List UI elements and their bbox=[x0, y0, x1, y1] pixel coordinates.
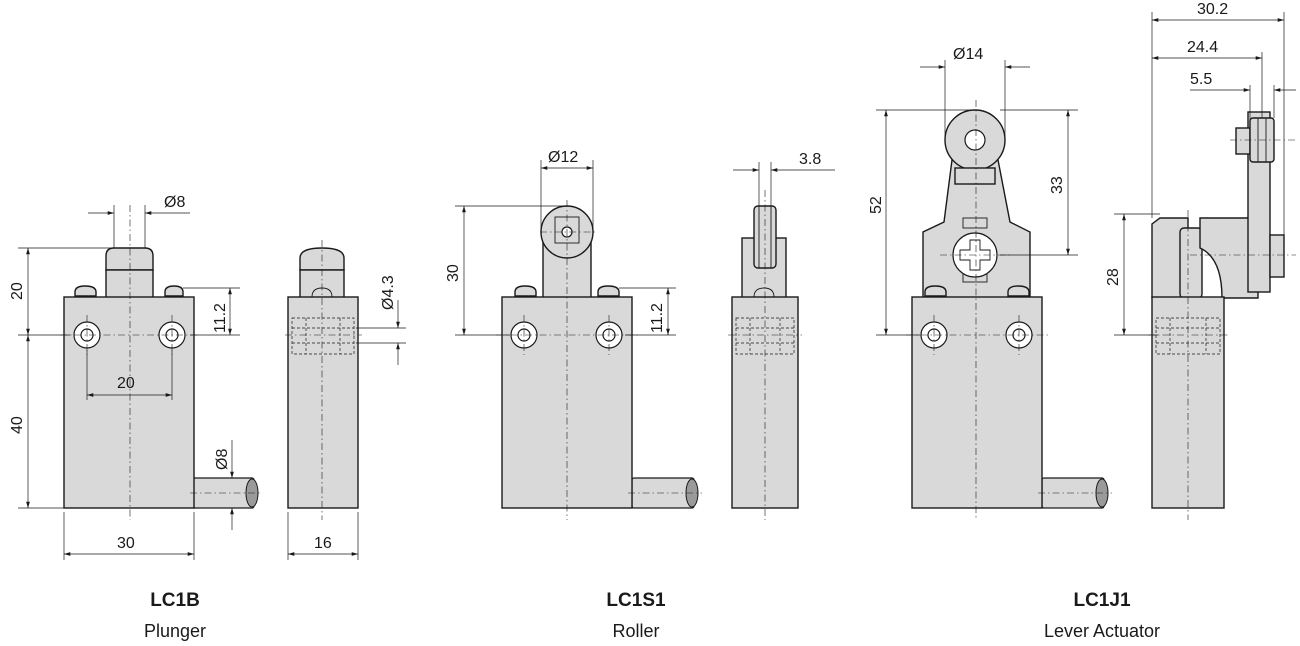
dim-lc1j1-height-total: 52 bbox=[868, 196, 885, 214]
lc1j1-side-view: 30.2 24.4 5.5 28 bbox=[1105, 1, 1296, 520]
dim-lc1b-height-body: 40 bbox=[9, 416, 26, 434]
lc1b-side-view: Ø4.3 16 bbox=[285, 240, 406, 560]
dim-lc1s1-roller-width: 3.8 bbox=[799, 151, 821, 168]
model-label-lc1b: LC1B bbox=[150, 590, 200, 611]
dim-lc1j1-roller-dia: Ø14 bbox=[953, 46, 983, 63]
dim-lc1b-plunger-dia: Ø8 bbox=[164, 194, 185, 211]
dim-lc1j1-height-pivot: 33 bbox=[1049, 176, 1066, 194]
dim-lc1s1-roller-dia: Ø12 bbox=[548, 149, 578, 166]
dim-lc1s1-offset: 11.2 bbox=[649, 303, 666, 333]
model-label-lc1s1: LC1S1 bbox=[606, 590, 666, 611]
model-label-lc1j1: LC1J1 bbox=[1073, 590, 1131, 611]
dim-lc1b-offset: 11.2 bbox=[212, 303, 229, 333]
dim-lc1b-cable-dia: Ø8 bbox=[214, 449, 231, 470]
dim-lc1b-width: 30 bbox=[117, 535, 135, 552]
dim-lc1b-hole-spacing: 20 bbox=[117, 375, 135, 392]
lc1b-front-view: Ø8 20 40 11.2 20 Ø8 30 bbox=[9, 194, 262, 560]
lc1s1-front-view: Ø12 30 11.2 bbox=[445, 149, 702, 520]
dim-lc1b-height-top: 20 bbox=[9, 282, 26, 300]
dim-lc1b-hole-dia: Ø4.3 bbox=[380, 275, 397, 310]
type-label-lever-actuator: Lever Actuator bbox=[1043, 621, 1161, 641]
lc1j1-front-view: Ø14 52 33 bbox=[868, 46, 1112, 520]
dim-lc1j1-pivot-height: 28 bbox=[1105, 268, 1122, 286]
lc1s1-side-view: 3.8 bbox=[728, 151, 835, 520]
dim-lc1j1-reach-small: 5.5 bbox=[1190, 71, 1212, 88]
type-label-plunger: Plunger bbox=[143, 621, 207, 641]
dim-lc1b-depth: 16 bbox=[314, 535, 332, 552]
dim-lc1j1-reach-mid: 24.4 bbox=[1187, 39, 1218, 56]
type-label-roller: Roller bbox=[612, 621, 660, 641]
dim-lc1j1-reach-total: 30.2 bbox=[1197, 1, 1228, 18]
dim-lc1s1-height: 30 bbox=[445, 264, 462, 282]
